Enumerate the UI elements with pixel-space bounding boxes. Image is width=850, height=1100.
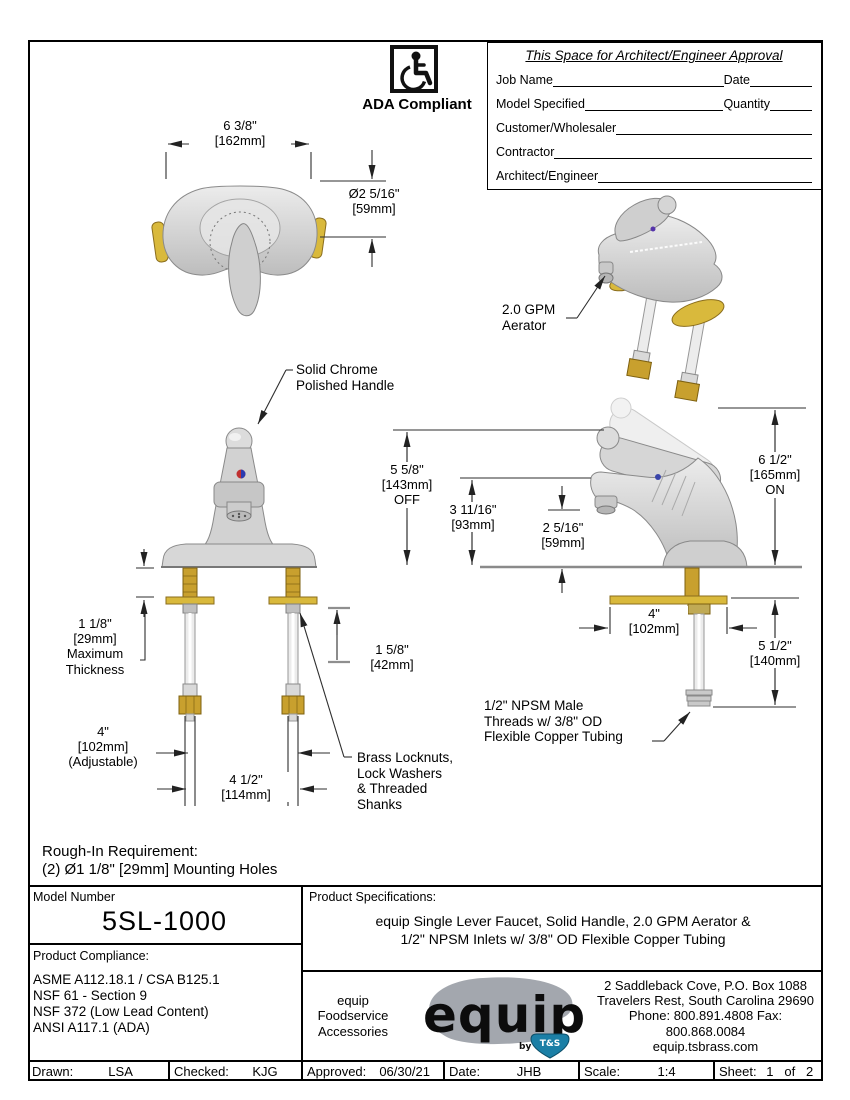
callout-brass-locknuts: Brass Locknuts, Lock Washers & Threaded … (357, 750, 454, 812)
address-line4: equip.tsbrass.com (652, 1038, 759, 1054)
drawn-value: LSA (108, 1064, 133, 1079)
dim-off-height: 5 5/8" [143mm] OFF (372, 462, 442, 508)
blank-line (598, 169, 812, 183)
drawn-label: Drawn: (32, 1064, 74, 1079)
blank-line (750, 73, 812, 87)
dim-max-thickness: 1 1/8" [29mm] Maximum Thickness (50, 616, 140, 677)
footer-cell-checked: Checked: KJG (170, 1062, 303, 1081)
product-specs-label: Product Specifications: (309, 890, 437, 904)
address-line3: Phone: 800.891.4808 Fax: 800.868.0084 (628, 1008, 783, 1039)
dim-locknut: 1 5/8" [42mm] (360, 642, 424, 673)
scale-label: Scale: (584, 1064, 621, 1079)
title-block: Model Number 5SL-1000 Product Compliance… (28, 885, 823, 1081)
customer-label: Customer/Wholesaler (496, 121, 617, 135)
field-architect: Architect/Engineer (496, 169, 812, 183)
compliance-item: NSF 61 - Section 9 (33, 987, 148, 1003)
dim-top-diameter: Ø2 5/16" [59mm] (336, 186, 412, 217)
company-cell: equip Foodservice Accessories equip by T… (303, 972, 823, 1060)
compliance-item: ASME A112.18.1 / CSA B125.1 (33, 972, 220, 987)
company-address: 2 Saddleback Cove, P.O. Box 1088 Travele… (588, 978, 823, 1055)
footer-cell-sheet: Sheet: 1 of 2 (715, 1062, 823, 1081)
blank-line (584, 97, 724, 111)
dim-spout-height: 3 11/16" [93mm] (437, 502, 509, 533)
footer-cell-approved: Approved: 06/30/21 (303, 1062, 445, 1081)
rough-in-note: Rough-In Requirement: (2) Ø1 1/8" [29mm]… (42, 843, 278, 879)
ts-brass-logo: T&S (530, 1033, 570, 1059)
scale-value: 1:4 (657, 1064, 676, 1079)
company-tagline: equip Foodservice Accessories (317, 993, 389, 1039)
date-label: Date: (449, 1064, 481, 1079)
callout-handle: Solid Chrome Polished Handle (296, 362, 395, 393)
model-number: 5SL-1000 (101, 906, 228, 936)
model-number-label: Model Number (33, 890, 115, 904)
dim-spout-tip: 2 5/16" [59mm] (530, 520, 596, 551)
compliance-item: NSF 372 (Low Lead Content) (33, 1003, 209, 1019)
date-label: Date (723, 73, 750, 87)
model-number-cell: Model Number 5SL-1000 (28, 887, 301, 945)
field-contractor: Contractor (496, 145, 812, 159)
date-value: JHB (516, 1064, 542, 1079)
dim-tube-length: 5 1/2" [140mm] (742, 638, 808, 669)
approval-box: This Space for Architect/Engineer Approv… (487, 42, 823, 190)
blank-line (770, 97, 812, 111)
blank-line (554, 145, 812, 159)
dim-on-height: 6 1/2" [165mm] ON (740, 452, 810, 498)
dim-adjustable: 4" [102mm] (Adjustable) (50, 724, 156, 770)
job-name-label: Job Name (496, 73, 553, 87)
dim-top-width: 6 3/8" [162mm] (189, 118, 291, 149)
dim-centers: 4 1/2" [114mm] (203, 772, 289, 803)
compliance-list: ASME A112.18.1 / CSA B125.1 NSF 61 - Sec… (33, 972, 296, 1036)
field-job-name: Job Name Date (496, 73, 812, 87)
checked-value: KJG (252, 1064, 278, 1079)
address-line1: 2 Saddleback Cove, P.O. Box 1088 (604, 977, 807, 993)
field-customer: Customer/Wholesaler (496, 121, 812, 135)
logo-by: by (519, 1042, 531, 1052)
dim-side-washer: 4" [102mm] (620, 606, 688, 637)
wheelchair-icon (390, 45, 438, 93)
sheet-label: Sheet: (719, 1064, 757, 1079)
blank-line (616, 121, 812, 135)
sheet-value: 1 of 2 (766, 1064, 814, 1079)
title-block-footer: Drawn: LSA Checked: KJG Approved: 06/30/… (28, 1060, 823, 1081)
compliance-item: ANSI A117.1 (ADA) (33, 1019, 150, 1035)
footer-cell-drawn: Drawn: LSA (28, 1062, 170, 1081)
blank-line (552, 73, 724, 87)
footer-cell-scale: Scale: 1:4 (580, 1062, 715, 1081)
product-specs-line2: 1/2" NPSM Inlets w/ 3/8" OD Flexible Cop… (400, 931, 726, 948)
product-specs-cell: Product Specifications: equip Single Lev… (303, 887, 823, 972)
compliance-label: Product Compliance: (33, 949, 150, 963)
architect-label: Architect/Engineer (496, 169, 599, 183)
footer-cell-date: Date: JHB (445, 1062, 580, 1081)
approved-label: Approved: (307, 1064, 367, 1079)
ada-label: ADA Compliant (362, 96, 472, 113)
contractor-label: Contractor (496, 145, 555, 159)
model-specified-label: Model Specified (496, 97, 585, 111)
callout-npsm: 1/2" NPSM Male Threads w/ 3/8" OD Flexib… (484, 698, 623, 745)
sheet-border (28, 40, 823, 1081)
approved-value: 06/30/21 (379, 1064, 430, 1079)
approval-title: This Space for Architect/Engineer Approv… (525, 48, 783, 63)
field-model-specified: Model Specified Quantity (496, 97, 812, 111)
compliance-cell: Product Compliance: ASME A112.18.1 / CSA… (28, 945, 301, 1060)
callout-aerator: 2.0 GPM Aerator (502, 302, 556, 333)
equip-logo: equip by T&S (403, 972, 588, 1060)
product-specs-line1: equip Single Lever Faucet, Solid Handle,… (375, 913, 751, 929)
ts-logo-text: T&S (540, 1039, 560, 1049)
quantity-label: Quantity (723, 97, 770, 111)
logo-swoosh (429, 977, 573, 1045)
checked-label: Checked: (174, 1064, 229, 1079)
address-line2: Travelers Rest, South Carolina 29690 (596, 993, 815, 1008)
